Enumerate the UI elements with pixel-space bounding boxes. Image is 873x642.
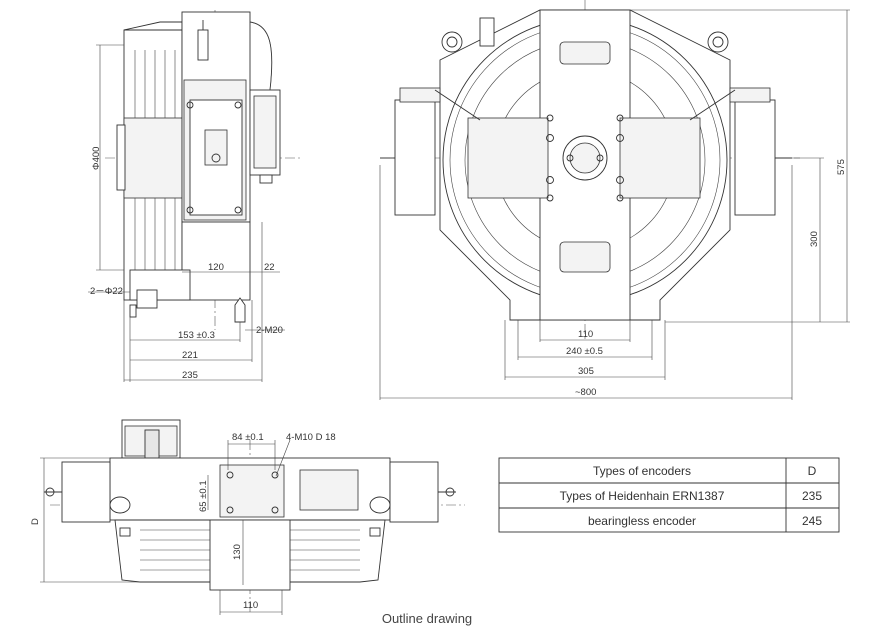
dim-top-130: 130 [232,544,243,560]
dim-side-22: 22 [264,262,275,273]
table-cell-row1-d: 235 [802,489,822,503]
dim-top-84: 84 ±0.1 [232,432,264,443]
side-view: Φ400 2－Φ22 120 22 153 ±0.3 2-M20 221 235 [88,10,300,382]
dim-top-m10: 4-M10 D 18 [286,432,336,443]
table-cell-row2-type: bearingless encoder [588,514,696,528]
dim-top-d: D [30,518,41,525]
table-header-d: D [808,464,817,478]
dim-side-diameter: Φ400 [91,147,102,170]
dim-side-m20: 2-M20 [256,325,283,336]
dim-side-235: 235 [182,370,198,381]
dim-front-110: 110 [578,329,593,340]
table-cell-row1-type: Types of Heidenhain ERN1387 [560,489,725,503]
dim-front-240: 240 ±0.5 [566,346,603,357]
dim-front-305: 305 [578,366,594,377]
drawing-caption: Outline drawing [382,611,472,626]
dim-front-575: 575 [836,159,847,175]
dim-top-65: 65 ±0.1 [198,480,209,512]
dim-top-110: 110 [243,600,258,611]
table-header-encoder: Types of encoders [593,464,691,478]
encoder-table: Types of encoders D Types of Heidenhain … [498,457,840,533]
front-view: 110 240 ±0.5 305 ~800 300 575 [379,0,850,400]
top-view: 84 ±0.1 4-M10 D 18 65 ±0.1 130 110 D [30,419,465,615]
table-cell-row2-d: 245 [802,514,822,528]
dim-side-153: 153 ±0.3 [178,330,215,341]
dim-side-221: 221 [182,350,198,361]
dim-side-hole: 2－Φ22 [90,286,123,297]
dim-front-800: ~800 [575,387,596,398]
dim-side-120: 120 [208,262,224,273]
dim-front-300: 300 [809,231,820,247]
